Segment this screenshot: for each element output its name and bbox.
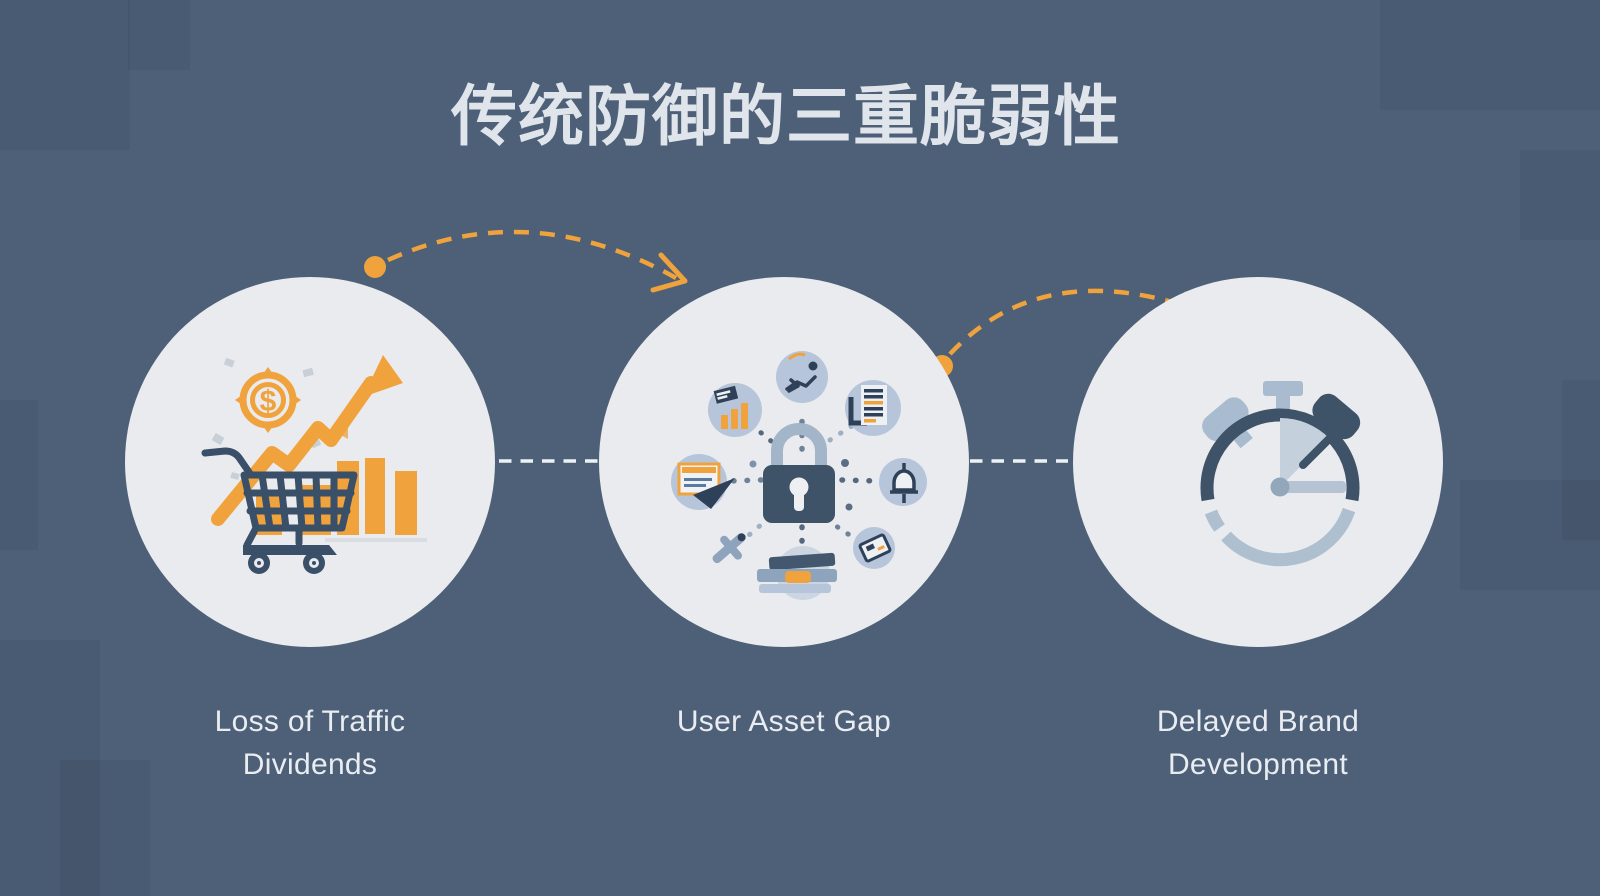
step-label-text: Delayed Brand Development	[1156, 705, 1360, 781]
texture-patch	[0, 0, 130, 150]
runner-icon	[776, 351, 828, 403]
step-circle-traffic: $	[125, 277, 495, 647]
step-label-traffic: Loss of Traffic Dividends	[125, 701, 495, 786]
wallet-cards-icon	[757, 546, 837, 600]
texture-patch	[1520, 150, 1600, 240]
stopwatch-hands	[1270, 417, 1346, 497]
page-title: 传统防御的三重脆弱性	[451, 79, 1121, 153]
shopping-cart-icon	[201, 447, 358, 574]
texture-patch	[128, 0, 190, 70]
network-dotted-links	[726, 410, 880, 552]
texture-patch	[0, 640, 100, 896]
document-pen-icon	[671, 454, 735, 510]
money-chart-icon	[708, 383, 762, 437]
texture-patch	[0, 400, 38, 550]
step-label-asset: User Asset Gap	[599, 701, 969, 744]
card-tag-icon	[853, 527, 895, 569]
stopwatch-ring	[1200, 408, 1360, 567]
plane-icon	[712, 533, 746, 564]
texture-patch	[1460, 480, 1600, 590]
step-label-text: Loss of Traffic Dividends	[214, 705, 406, 781]
step-circle-asset	[599, 277, 969, 647]
texture-patch	[1562, 380, 1600, 540]
currency-symbol: $	[260, 385, 277, 418]
trend-arrow-icon	[211, 355, 403, 526]
cart-growth-icon: $	[201, 355, 427, 574]
dollar-coin-icon: $	[235, 367, 301, 433]
step-label-text: User Asset Gap	[676, 705, 892, 738]
texture-patch	[60, 760, 150, 896]
bell-icon	[879, 458, 927, 506]
lock-network-icon	[671, 351, 927, 600]
step-circle-brand	[1073, 277, 1443, 647]
texture-patch	[1380, 0, 1600, 110]
report-chart-icon	[845, 380, 901, 436]
step-label-brand: Delayed Brand Development	[1073, 701, 1443, 786]
stopwatch-icon	[1200, 381, 1361, 567]
padlock-icon	[763, 423, 835, 523]
